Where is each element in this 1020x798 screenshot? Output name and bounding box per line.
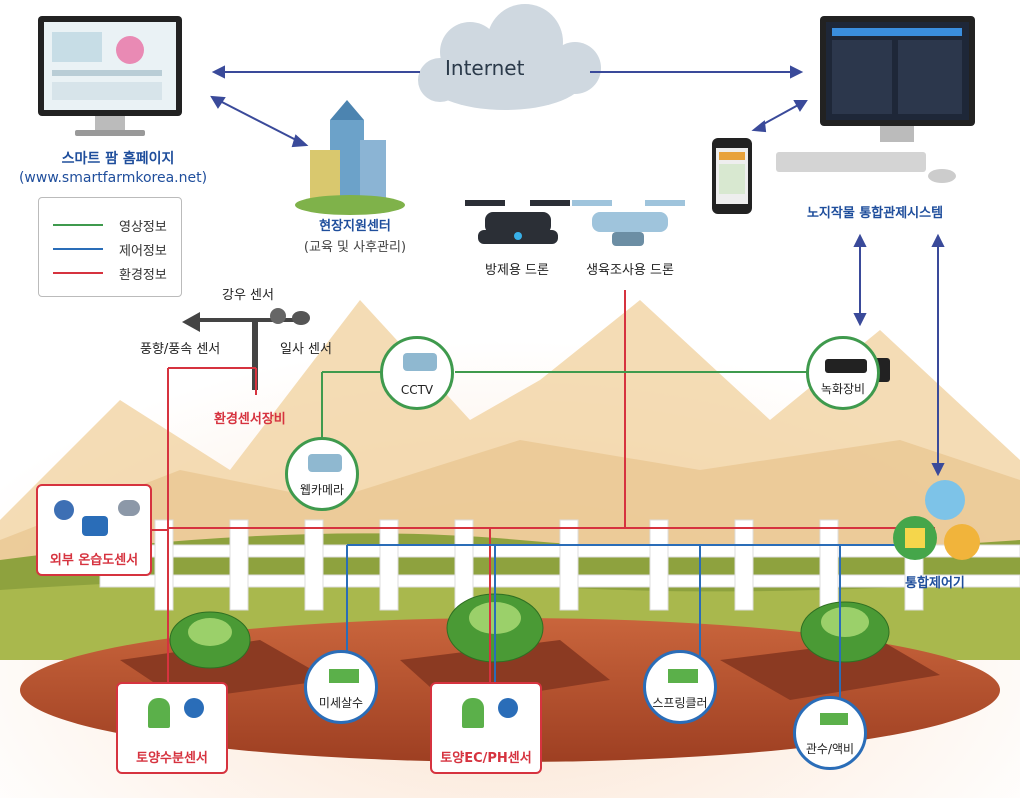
survey-drone-label: 생육조사용 드론 xyxy=(586,263,674,278)
smartphone-icon xyxy=(712,138,752,214)
cctv-node: CCTV xyxy=(380,336,454,410)
fertigation-node: 관수/액비 xyxy=(793,696,867,770)
legend-swatch xyxy=(53,248,103,250)
webcam-label: 웹카메라 xyxy=(299,483,345,497)
sprout-icon xyxy=(148,698,170,728)
sprinkler-label: 스프링클러 xyxy=(652,696,708,710)
spray-drone-label: 방제용 드론 xyxy=(485,263,549,278)
webcam-icon xyxy=(308,454,342,472)
fertigation-label: 관수/액비 xyxy=(805,742,855,756)
recorder-label: 녹화장비 xyxy=(820,382,866,396)
soil-moisture-label: 토양수분센서 xyxy=(136,751,208,766)
control-monitor-icon xyxy=(776,16,975,183)
legend-label: 환경정보 xyxy=(119,268,167,283)
thermometer-icon xyxy=(82,516,108,536)
drop-icon xyxy=(184,698,204,718)
support-center-building-icon xyxy=(295,100,405,215)
solar-sensor-label: 일사 센서 xyxy=(280,342,332,357)
sprinkler-icon xyxy=(668,669,698,683)
legend: 영상정보 제어정보 환경정보 xyxy=(38,197,182,297)
support-center-subtitle: (교육 및 사후관리) xyxy=(303,240,407,255)
soil-moisture-box: 토양수분센서 xyxy=(116,682,228,774)
homepage-url[interactable]: (www.smartfarmkorea.net) xyxy=(18,170,208,186)
controller-label: 통합제어기 xyxy=(905,576,965,591)
homepage-monitor-icon xyxy=(38,16,182,136)
cctv-camera-icon xyxy=(403,353,437,371)
weather-icon xyxy=(118,500,140,516)
survey-drone-icon xyxy=(572,200,685,246)
cctv-label: CCTV xyxy=(400,383,434,397)
controller-icon xyxy=(893,480,980,560)
support-center-title: 현장지원센터 xyxy=(319,219,391,234)
webcam-node: 웹카메라 xyxy=(285,437,359,511)
rain-sensor-label: 강우 센서 xyxy=(222,288,274,303)
outdoor-sensor-label: 외부 온습도센서 xyxy=(49,553,139,568)
internet-label: Internet xyxy=(445,56,525,80)
legend-swatch xyxy=(53,224,103,226)
recorder-node: 녹화장비 xyxy=(806,336,880,410)
recorder-device-icon xyxy=(825,359,867,373)
legend-swatch xyxy=(53,272,103,274)
soil-ecph-box: 토양EC/PH센서 xyxy=(430,682,542,774)
spray-drone-icon xyxy=(465,200,570,244)
sprout-icon xyxy=(462,698,484,728)
soil-ecph-label: 토양EC/PH센서 xyxy=(440,751,532,766)
drop-icon xyxy=(54,500,74,520)
mist-sprayer-icon xyxy=(329,669,359,683)
sprinkler-node: 스프링클러 xyxy=(643,650,717,724)
mist-label: 미세살수 xyxy=(318,696,364,710)
mist-node: 미세살수 xyxy=(304,650,378,724)
drop-icon xyxy=(498,698,518,718)
legend-label: 영상정보 xyxy=(119,220,167,235)
outdoor-sensor-box: 외부 온습도센서 xyxy=(36,484,152,576)
fertigation-icon xyxy=(820,713,848,725)
wind-sensor-label: 풍향/풍속 센서 xyxy=(140,342,221,357)
legend-label: 제어정보 xyxy=(119,244,167,259)
homepage-title[interactable]: 스마트 팜 홈페이지 xyxy=(61,151,175,167)
control-system-title: 노지작물 통합관제시스템 xyxy=(806,206,944,221)
weather-station-icon xyxy=(182,308,310,390)
env-sensor-equipment-label: 환경센서장비 xyxy=(214,412,286,427)
